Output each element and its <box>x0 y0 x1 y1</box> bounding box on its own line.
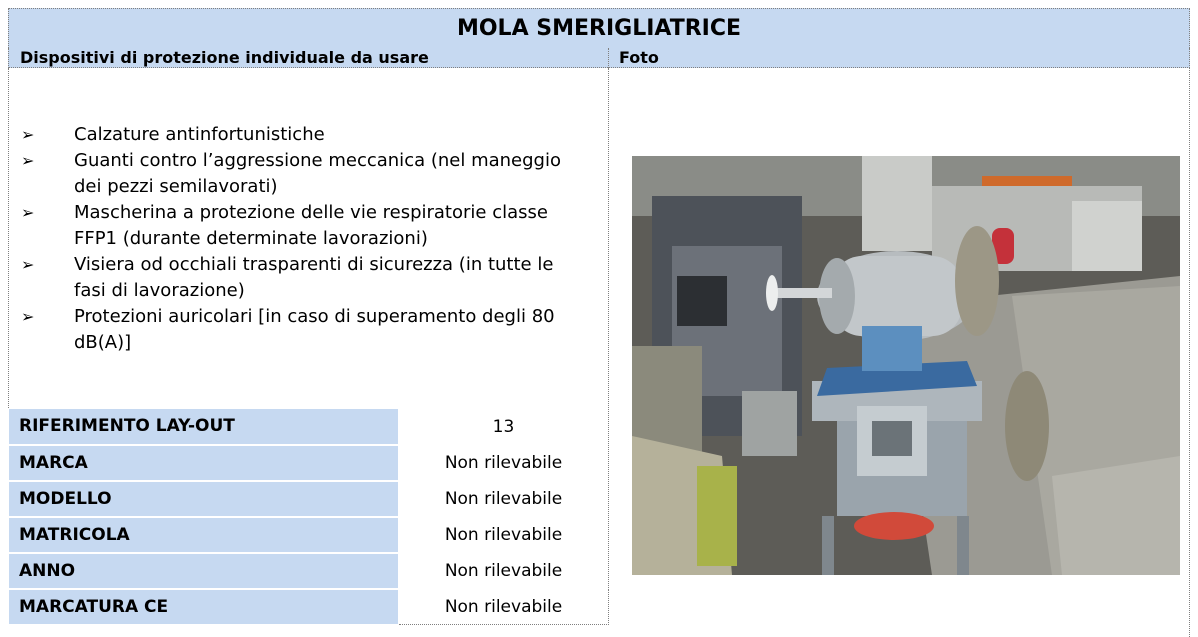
arrow-bullet-icon: ➢ <box>21 151 35 170</box>
photo-cell <box>609 68 1190 637</box>
row-label: MATRICOLA <box>8 516 399 554</box>
dpi-item-text: Mascherina a protezione delle vie respir… <box>74 202 548 249</box>
list-item: ➢ Guanti contro l’aggressione meccanica … <box>21 148 581 200</box>
list-item: ➢ Mascherina a protezione delle vie resp… <box>21 200 581 252</box>
row-label: MARCA <box>8 444 399 482</box>
row-value: Non rilevabile <box>398 588 609 625</box>
bench-grinder-photo <box>632 156 1180 575</box>
title-bar: MOLA SMERIGLIATRICE <box>8 8 1190 48</box>
dpi-item-text: Protezioni auricolari [in caso di supera… <box>74 306 555 353</box>
machine-info-table: RIFERIMENTO LAY-OUT 13 MARCA Non rilevab… <box>8 408 609 626</box>
row-value: Non rilevabile <box>398 552 609 589</box>
table-row: MODELLO Non rilevabile <box>8 480 609 518</box>
photo-header: Foto <box>619 48 659 67</box>
row-value: Non rilevabile <box>398 516 609 553</box>
row-value: 13 <box>398 408 609 445</box>
dpi-list: ➢ Calzature antinfortunistiche ➢ Guanti … <box>21 122 581 356</box>
list-item: ➢ Visiera od occhiali trasparenti di sic… <box>21 252 581 304</box>
dpi-item-text: Visiera od occhiali trasparenti di sicur… <box>74 254 554 301</box>
dpi-cell: ➢ Calzature antinfortunistiche ➢ Guanti … <box>8 68 609 408</box>
photo-illustration <box>632 156 1180 575</box>
arrow-bullet-icon: ➢ <box>21 307 35 326</box>
section-header-row <box>8 48 1190 68</box>
row-value: Non rilevabile <box>398 444 609 481</box>
dpi-header: Dispositivi di protezione individuale da… <box>20 48 429 67</box>
list-item: ➢ Protezioni auricolari [in caso di supe… <box>21 304 581 356</box>
row-label: MODELLO <box>8 480 399 518</box>
table-row: MARCA Non rilevabile <box>8 444 609 482</box>
arrow-bullet-icon: ➢ <box>21 255 35 274</box>
dpi-item-text: Guanti contro l’aggressione meccanica (n… <box>74 150 561 197</box>
row-value: Non rilevabile <box>398 480 609 517</box>
arrow-bullet-icon: ➢ <box>21 203 35 222</box>
table-row: RIFERIMENTO LAY-OUT 13 <box>8 408 609 446</box>
dpi-item-text: Calzature antinfortunistiche <box>74 124 325 145</box>
table-row: MARCATURA CE Non rilevabile <box>8 588 609 626</box>
row-label: MARCATURA CE <box>8 588 399 626</box>
arrow-bullet-icon: ➢ <box>21 125 35 144</box>
row-label: ANNO <box>8 552 399 590</box>
row-label: RIFERIMENTO LAY-OUT <box>8 408 399 446</box>
list-item: ➢ Calzature antinfortunistiche <box>21 122 581 148</box>
document-frame: MOLA SMERIGLIATRICE Dispositivi di prote… <box>8 8 1190 637</box>
table-row: MATRICOLA Non rilevabile <box>8 516 609 554</box>
table-row: ANNO Non rilevabile <box>8 552 609 590</box>
column-divider <box>608 48 609 68</box>
page-title: MOLA SMERIGLIATRICE <box>456 16 742 41</box>
